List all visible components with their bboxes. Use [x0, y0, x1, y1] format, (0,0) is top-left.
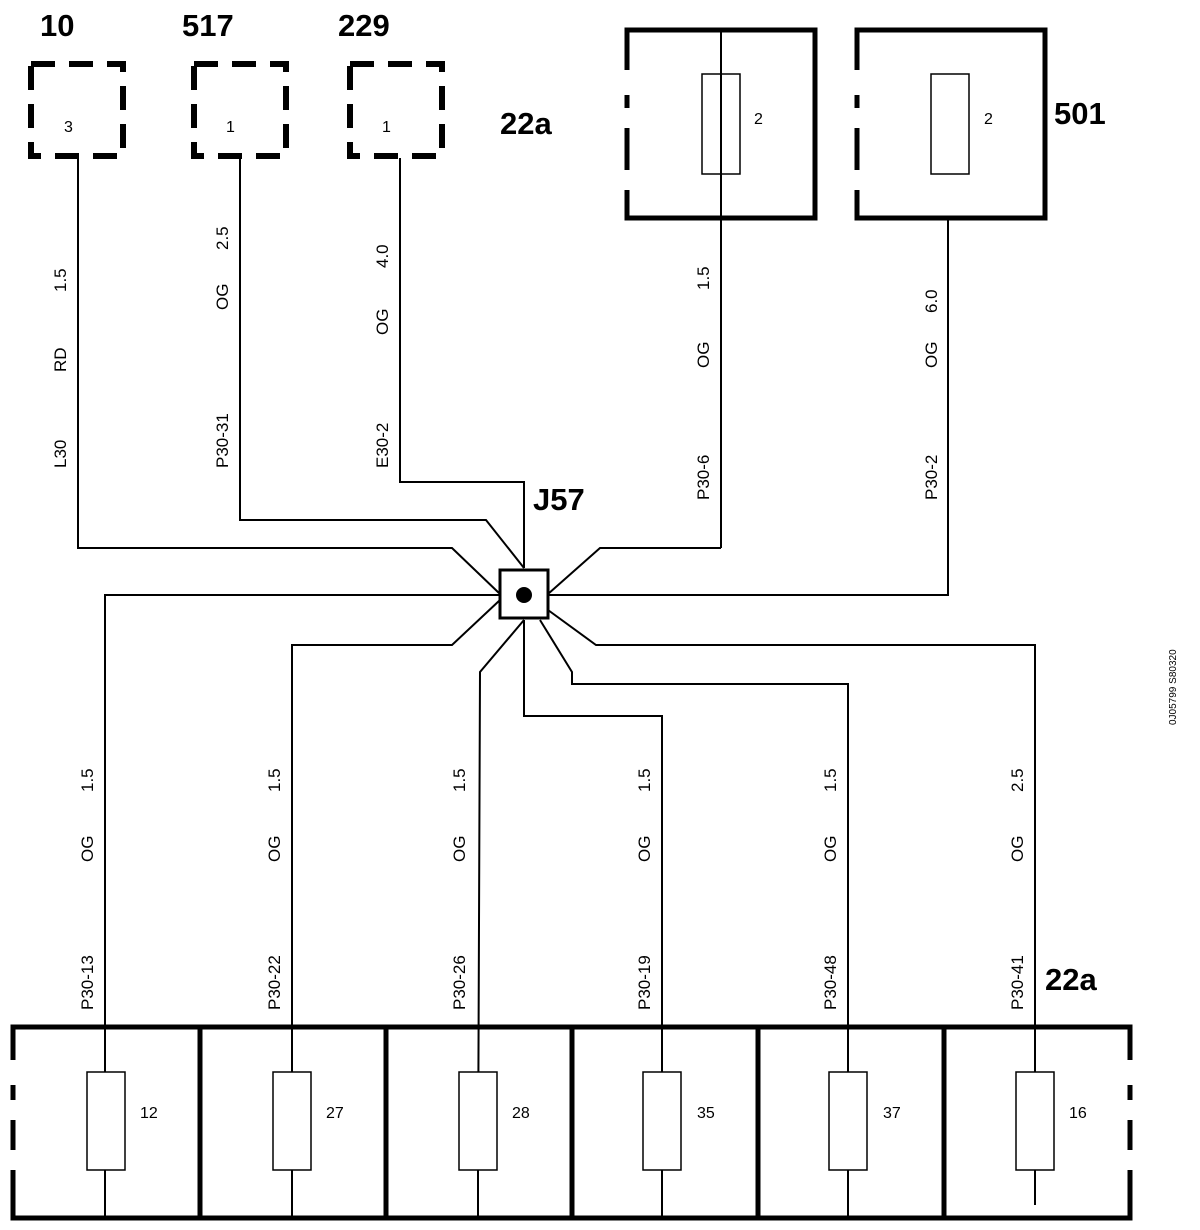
wire-label-size: 1.5 [51, 268, 70, 292]
wire-label-circuit: P30-2 [922, 455, 941, 500]
fuse-box-top-b: 2 [854, 27, 1048, 221]
wire-label-color: OG [265, 836, 284, 862]
connector-10-pin: 3 [64, 119, 73, 136]
wire-label-circuit: P30-48 [821, 955, 840, 1010]
wire-label-color: OG [635, 836, 654, 862]
wire-P30-13 [104, 594, 500, 1205]
wire-label-color: OG [694, 342, 713, 368]
fuse-28-label: 28 [512, 1105, 530, 1122]
fuse-top-b [930, 73, 970, 175]
wire-label-circuit: E30-2 [373, 423, 392, 468]
connector-229-label: 229 [338, 8, 390, 43]
fuse-top-a-pin: 2 [754, 111, 763, 128]
wire-label-size: 2.5 [213, 226, 232, 250]
fuse-28 [458, 1071, 498, 1171]
fuse-37-label: 37 [883, 1105, 901, 1122]
fuse-box-top-b-frame [854, 27, 1048, 221]
wire-P30-41 [547, 609, 1036, 1205]
wire-P30-19 [523, 620, 663, 1175]
wire-set [77, 158, 1036, 1205]
wire-label-size: 1.5 [78, 768, 97, 792]
wire-label-color: RD [51, 347, 70, 372]
wire-label-circuit: P30-31 [213, 413, 232, 468]
wire-label-color: OG [821, 836, 840, 862]
wire-label-size: 1.5 [635, 768, 654, 792]
wire-label-color: OG [78, 836, 97, 862]
wire-label-circuit: P30-41 [1008, 955, 1027, 1010]
component-501-label: 501 [1054, 96, 1106, 131]
wire-P30-6 [547, 547, 721, 595]
fuse-12 [86, 1071, 126, 1171]
fuse-16 [1015, 1071, 1055, 1171]
wire-label-circuit: P30-22 [265, 955, 284, 1010]
wire-label-size: 4.0 [373, 244, 392, 268]
connector-517: 517 1 [182, 8, 289, 159]
connector-10-label: 10 [40, 8, 74, 43]
document-code: 0J05799 S80320 [1168, 649, 1179, 725]
fuse-box-top-a-frame [624, 27, 818, 221]
wire-P30-22 [291, 599, 501, 1175]
connector-517-box [191, 61, 289, 159]
wire-P30-26 [477, 619, 525, 1176]
connector-229-pin: 1 [382, 119, 391, 136]
wire-L30 [77, 158, 501, 595]
wire-label-size: 1.5 [265, 768, 284, 792]
wire-label-size: 1.5 [450, 768, 469, 792]
fuse-16-label: 16 [1069, 1105, 1087, 1122]
fuse-top-b-pin: 2 [984, 111, 993, 128]
wire-E30-2 [399, 158, 525, 568]
connector-517-label: 517 [182, 8, 234, 43]
wire-P30-48 [539, 619, 849, 1175]
junction-j57: J57 [498, 482, 585, 620]
wire-label-color: OG [373, 309, 392, 335]
connector-517-pin: 1 [226, 119, 235, 136]
connector-229-box [347, 61, 445, 159]
junction-label: J57 [533, 482, 585, 517]
connector-10: 10 3 [28, 8, 126, 159]
fuse-27-label: 27 [326, 1105, 344, 1122]
fuse-27 [272, 1071, 312, 1171]
fuse-35-label: 35 [697, 1105, 715, 1122]
fuse-35 [642, 1071, 682, 1171]
wire-label-circuit: P30-13 [78, 955, 97, 1010]
fuse-37 [828, 1071, 868, 1171]
wire-label-color: OG [213, 284, 232, 310]
wire-label-size: 1.5 [821, 768, 840, 792]
wire-label-size: 2.5 [1008, 768, 1027, 792]
wire-label-color: OG [1008, 836, 1027, 862]
wire-label-circuit: P30-6 [694, 455, 713, 500]
fuse-12-label: 12 [140, 1105, 158, 1122]
fuse-block-bottom: 12 27 28 35 37 16 [10, 1024, 1133, 1221]
fuse-box-top-a: 2 [624, 27, 818, 548]
wire-P30-31 [239, 158, 525, 569]
connector-229: 229 1 [338, 8, 445, 159]
wire-label-size: 6.0 [922, 289, 941, 313]
wire-label-size: 1.5 [694, 266, 713, 290]
reference-22a-top: 22a [500, 106, 552, 141]
wire-labels: 1.5 RD L30 2.5 OG P30-31 4.0 OG E30-2 1.… [51, 226, 1027, 1010]
wire-label-circuit: L30 [51, 440, 70, 468]
junction-dot [516, 587, 532, 603]
wire-label-color: OG [922, 342, 941, 368]
wire-label-circuit: P30-19 [635, 955, 654, 1010]
connector-10-box [28, 61, 126, 159]
wire-label-circuit: P30-26 [450, 955, 469, 1010]
wire-P30-2 [548, 218, 949, 596]
reference-22a-bottom: 22a [1045, 962, 1097, 997]
wire-label-color: OG [450, 836, 469, 862]
